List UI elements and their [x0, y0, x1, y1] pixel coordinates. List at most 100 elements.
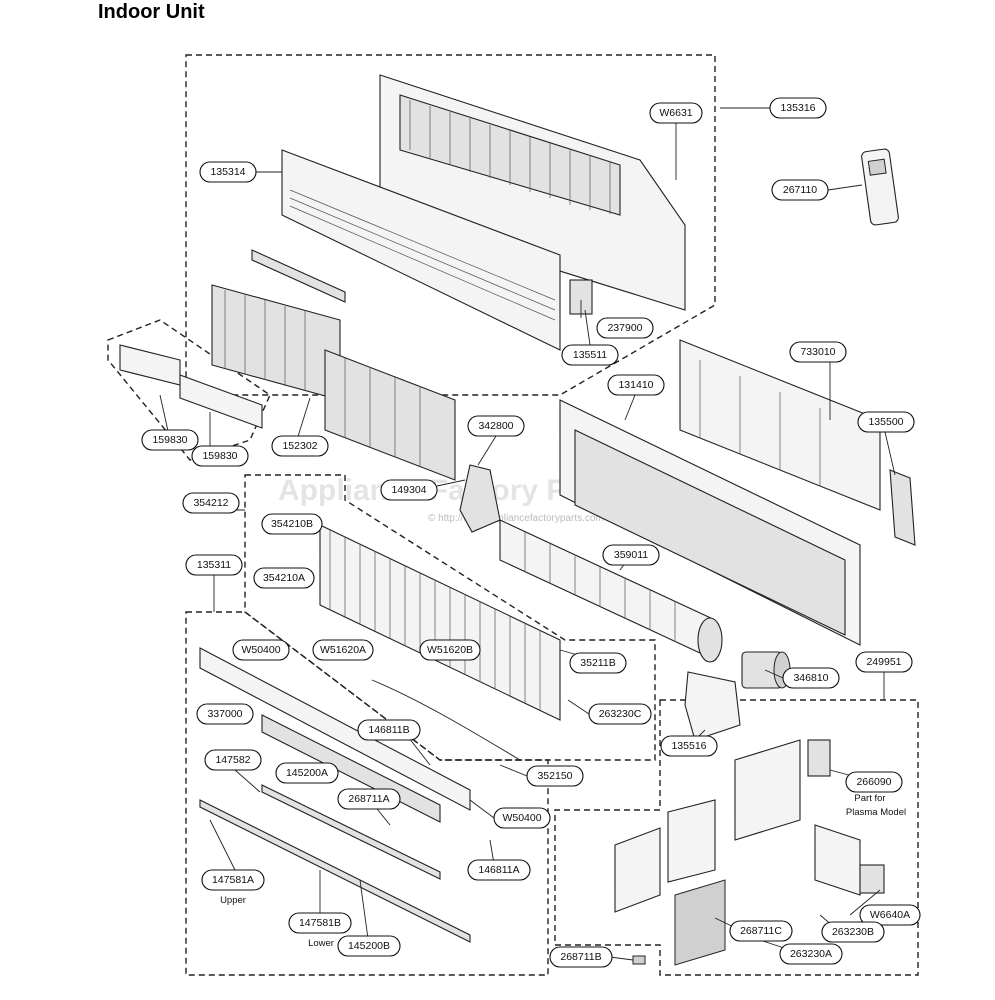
- svg-text:263230B: 263230B: [832, 926, 874, 938]
- part-label-263230c: 263230C: [588, 703, 652, 725]
- part-label-267110: 267110: [771, 179, 829, 201]
- part-label-146811a: 146811A: [467, 859, 531, 881]
- part-label-146811b: 146811B: [357, 719, 421, 741]
- svg-text:135316: 135316: [780, 102, 815, 114]
- part-label-147581b: 147581B: [288, 912, 352, 934]
- plasma-note-line2: Plasma Model: [846, 807, 906, 818]
- control-box-parts: [614, 739, 885, 966]
- part-label-237900: 237900: [596, 317, 654, 339]
- part-label-135311: 135311: [185, 554, 243, 576]
- filter-group-outline: [107, 319, 271, 461]
- part-label-354210a: 354210A: [253, 567, 315, 589]
- svg-text:135311: 135311: [197, 559, 231, 571]
- part-label-131410: 131410: [607, 374, 665, 396]
- part-label-268711c: 268711C: [729, 920, 793, 942]
- svg-text:263230A: 263230A: [790, 948, 832, 960]
- part-label-249951: 249951: [855, 651, 913, 673]
- svg-text:W6631: W6631: [659, 107, 692, 119]
- fan-motor-346810: [741, 651, 791, 689]
- part-label-268711b: 268711B: [549, 946, 613, 968]
- svg-text:346810: 346810: [793, 672, 828, 684]
- filter-strip: [251, 249, 346, 303]
- part-label-135316: 135316: [769, 97, 827, 119]
- part-label-337000: 337000: [196, 703, 254, 725]
- svg-text:249951: 249951: [866, 656, 901, 668]
- part-label-145200a: 145200A: [275, 762, 339, 784]
- svg-text:268711B: 268711B: [560, 951, 601, 963]
- discharge-vane-135311: [199, 647, 471, 823]
- svg-text:W50400: W50400: [241, 644, 280, 656]
- svg-text:337000: 337000: [207, 708, 242, 720]
- svg-text:145200A: 145200A: [286, 767, 328, 779]
- svg-text:263230C: 263230C: [599, 708, 642, 720]
- part-label-w6631: W6631: [649, 102, 703, 124]
- installation-plate-733010: [679, 339, 881, 511]
- watermark-url: © http://www.appliancefactoryparts.com: [428, 513, 604, 524]
- svg-text:354210B: 354210B: [271, 518, 313, 530]
- chassis-131410: [559, 399, 861, 646]
- part-label-w50400-b: W50400: [493, 807, 551, 829]
- part-label-w50400-a: W50400: [232, 639, 290, 661]
- svg-text:W50400: W50400: [502, 812, 541, 824]
- part-label-342800: 342800: [467, 415, 525, 437]
- svg-text:135500: 135500: [868, 416, 903, 428]
- part-label-135314: 135314: [199, 161, 257, 183]
- svg-text:147582: 147582: [215, 754, 250, 766]
- svg-text:131410: 131410: [618, 379, 653, 391]
- part-label-354210b: 354210B: [261, 513, 323, 535]
- svg-text:267110: 267110: [783, 184, 817, 196]
- svg-text:147581B: 147581B: [299, 917, 341, 929]
- part-label-w6640a: W6640A: [859, 904, 921, 926]
- plasma-filter-159830: [119, 344, 263, 429]
- svg-text:354210A: 354210A: [263, 572, 305, 584]
- part-label-733010: 733010: [789, 341, 847, 363]
- lower-note: Lower: [308, 938, 334, 949]
- part-label-266090: 266090: [845, 771, 903, 793]
- svg-text:147581A: 147581A: [212, 874, 254, 886]
- svg-text:135511: 135511: [573, 349, 607, 361]
- part-label-149304: 149304: [380, 479, 438, 501]
- page-title: Indoor Unit: [98, 1, 205, 23]
- svg-text:266090: 266090: [856, 776, 891, 788]
- front-panel-group-outline: [185, 54, 716, 396]
- part-label-263230b: 263230B: [821, 921, 885, 943]
- part-label-w51620a: W51620A: [312, 639, 374, 661]
- svg-text:352150: 352150: [537, 770, 572, 782]
- svg-text:237900: 237900: [607, 322, 642, 334]
- upper-note: Upper: [220, 895, 246, 906]
- svg-text:152302: 152302: [282, 440, 317, 452]
- svg-text:268711A: 268711A: [348, 793, 389, 805]
- svg-text:342800: 342800: [478, 420, 513, 432]
- svg-text:733010: 733010: [800, 346, 835, 358]
- motor-cover-135516: [684, 671, 741, 741]
- part-label-135511: 135511: [561, 344, 619, 366]
- part-label-346810: 346810: [782, 667, 840, 689]
- part-label-359011: 359011: [602, 544, 660, 566]
- part-label-147581a: 147581A: [201, 869, 265, 891]
- svg-text:135314: 135314: [210, 166, 245, 178]
- svg-text:35211B: 35211B: [580, 657, 615, 669]
- louver-147581: [199, 784, 471, 943]
- svg-text:135516: 135516: [671, 740, 706, 752]
- front-grille-135316: [379, 74, 686, 315]
- svg-text:159830: 159830: [152, 434, 187, 446]
- part-label-135500: 135500: [857, 411, 915, 433]
- part-label-147582: 147582: [204, 749, 262, 771]
- part-label-145200b: 145200B: [337, 935, 401, 957]
- vane-group-outline: [185, 611, 549, 976]
- bracket-135500: [889, 469, 916, 546]
- svg-text:159830: 159830: [202, 450, 237, 462]
- svg-text:146811A: 146811A: [478, 864, 519, 876]
- tube-352150: [371, 679, 521, 761]
- cross-flow-fan-359011: [499, 519, 723, 663]
- part-label-35211b: 35211B: [569, 652, 627, 674]
- evaporator-354210: [319, 524, 561, 721]
- svg-text:354212: 354212: [193, 497, 228, 509]
- part-label-w51620b: W51620B: [419, 639, 481, 661]
- svg-text:W51620B: W51620B: [427, 644, 473, 656]
- svg-text:268711C: 268711C: [740, 925, 782, 937]
- part-label-152302: 152302: [271, 435, 329, 457]
- svg-text:W6640A: W6640A: [870, 909, 910, 921]
- callout-labels: W6631 135316 135314 267110 237900 135511…: [141, 97, 921, 968]
